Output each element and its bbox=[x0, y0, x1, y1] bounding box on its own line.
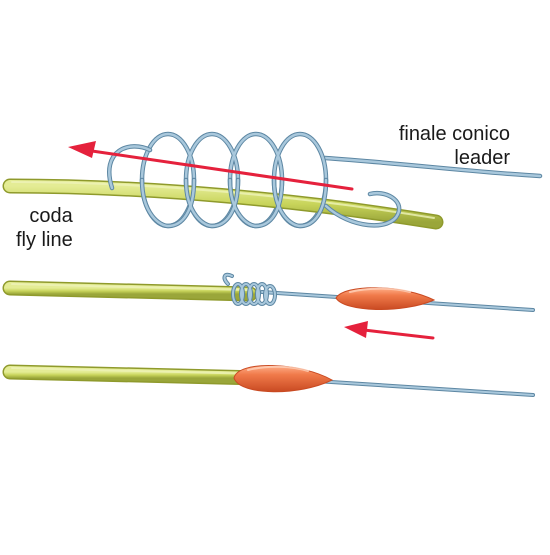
glue-bead-2 bbox=[335, 287, 436, 311]
fly-line-label: coda fly line bbox=[16, 204, 73, 252]
leader-label-italian: finale conico bbox=[398, 123, 510, 145]
arrow-pull-through bbox=[68, 141, 354, 191]
glue-bead-3 bbox=[233, 364, 334, 393]
step-1-open-coils bbox=[2, 131, 543, 230]
leader-label-english: leader bbox=[454, 147, 510, 169]
fly-line-label-italian: coda bbox=[29, 205, 73, 227]
step-3-bead-over-joint bbox=[2, 364, 535, 397]
arrow-slide-bead bbox=[344, 321, 435, 340]
fly-line-label-english: fly line bbox=[16, 229, 73, 251]
leader-coils-front bbox=[107, 144, 402, 229]
step-2-tightened-knot bbox=[2, 272, 535, 340]
leader-label: finale conico leader bbox=[399, 122, 510, 170]
tight-coils bbox=[222, 272, 277, 306]
